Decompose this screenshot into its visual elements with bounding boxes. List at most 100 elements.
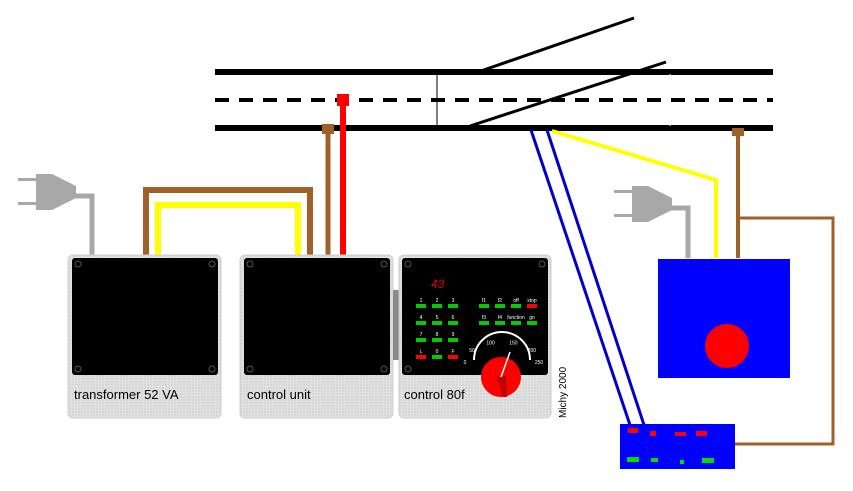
speed-scale-label: 250	[535, 360, 544, 366]
screw-icon	[404, 365, 412, 373]
key-label: 1	[420, 298, 423, 304]
device-label: transformer 52 VA	[74, 387, 179, 402]
transformer-device: transformer 52 VA	[67, 254, 222, 419]
device-face	[244, 258, 390, 375]
turnout-rail-2	[469, 60, 667, 128]
display-readout: 43	[431, 277, 445, 291]
knob-pointer-icon	[496, 376, 507, 397]
keypad-key[interactable]	[432, 304, 442, 308]
switch-red-key[interactable]	[696, 431, 707, 436]
switch-green-key[interactable]	[651, 458, 658, 462]
control-unit-device: control unit	[239, 254, 399, 419]
speed-scale-label: 50	[469, 348, 475, 354]
key-label: 0	[436, 349, 439, 355]
track	[215, 16, 773, 131]
keypad-key[interactable]	[448, 355, 458, 359]
keypad-key[interactable]	[432, 321, 442, 325]
keypad-key[interactable]	[448, 338, 458, 342]
switch-box-body	[620, 424, 735, 469]
keypad-key[interactable]	[432, 338, 442, 342]
keypad-key[interactable]	[479, 321, 489, 325]
keypad-key[interactable]	[448, 321, 458, 325]
keypad-key[interactable]	[448, 304, 458, 308]
keypad-key[interactable]	[511, 304, 521, 308]
switch-box	[620, 424, 735, 469]
switch-green-key[interactable]	[680, 460, 684, 464]
keypad-key[interactable]	[527, 321, 537, 325]
switch-red-key[interactable]	[675, 432, 686, 436]
key-label: L	[420, 349, 423, 355]
key-label: 4	[420, 315, 423, 321]
brown-connector-right	[732, 128, 744, 136]
device-label: control unit	[247, 387, 311, 402]
key-label: 7	[420, 332, 423, 338]
key-label: 6	[452, 315, 455, 321]
switch-red-key[interactable]	[650, 431, 656, 436]
turnout-rail-1	[477, 16, 635, 74]
wire-blue-1	[529, 129, 633, 429]
keypad-key[interactable]	[416, 338, 426, 342]
wire-grey-transformer-plug	[72, 193, 95, 258]
screw-icon	[74, 260, 82, 268]
key-label: stop	[527, 298, 537, 304]
screw-icon	[208, 260, 216, 268]
screw-icon	[246, 365, 254, 373]
key-label: f3	[482, 315, 486, 321]
key-label: function	[507, 315, 525, 321]
wires	[72, 94, 835, 446]
speed-scale: 050 100 150 200 250	[464, 341, 544, 366]
switch-green-key[interactable]	[627, 457, 639, 462]
keypad-key[interactable]	[511, 321, 521, 325]
wire-brown-motor-switchbox	[735, 216, 835, 446]
key-label: 8	[436, 332, 439, 338]
key-label: F	[451, 349, 454, 355]
knob-needle	[500, 351, 511, 378]
keypad-key[interactable]	[495, 304, 505, 308]
turnout-motor-box	[658, 259, 790, 378]
motor-red-button[interactable]	[705, 324, 749, 368]
speed-knob[interactable]: 050 100 150 200 250	[464, 331, 544, 397]
red-connector	[337, 94, 349, 106]
switch-green-key[interactable]	[702, 458, 714, 463]
wire-grey-motor-plug	[668, 205, 691, 258]
keypad-key[interactable]	[416, 321, 426, 325]
key-label: 3	[452, 298, 455, 304]
brown-connector-left	[322, 124, 334, 134]
key-label: 5	[436, 315, 439, 321]
speed-scale-label: 150	[509, 341, 518, 347]
keypad-key[interactable]	[527, 304, 537, 308]
signature: Michy 2000	[558, 366, 569, 418]
speed-scale-arc	[473, 331, 531, 361]
speed-scale-label: 0	[464, 360, 467, 366]
screw-icon	[208, 365, 216, 373]
speed-scale-label: 100	[486, 341, 495, 347]
switch-red-key[interactable]	[628, 428, 638, 433]
wire-yellow-transformer-control	[155, 202, 301, 258]
keypad-key[interactable]	[432, 355, 442, 359]
wire-yellow-turnout-motor	[551, 129, 718, 258]
screw-icon	[74, 365, 82, 373]
keypad-key[interactable]	[495, 321, 505, 325]
power-plug-icon	[614, 186, 672, 222]
key-label: f1	[482, 298, 486, 304]
device-face	[402, 258, 548, 375]
wire-blue-2	[545, 129, 647, 429]
speed-scale-label: 200	[528, 348, 537, 354]
keypad-key[interactable]	[479, 304, 489, 308]
side-connector	[393, 290, 399, 360]
keypad-key[interactable]	[416, 355, 426, 359]
power-plug-icon	[18, 174, 76, 210]
key-label: go	[529, 315, 535, 321]
screw-icon	[246, 260, 254, 268]
key-label: f4	[498, 315, 502, 321]
device-face	[72, 258, 218, 375]
device-label: control 80f	[404, 387, 465, 402]
screw-icon	[380, 260, 388, 268]
key-label: f2	[498, 298, 502, 304]
key-label: 2	[436, 298, 439, 304]
wire-brown-transformer-control	[143, 187, 313, 258]
keypad-key[interactable]	[416, 304, 426, 308]
